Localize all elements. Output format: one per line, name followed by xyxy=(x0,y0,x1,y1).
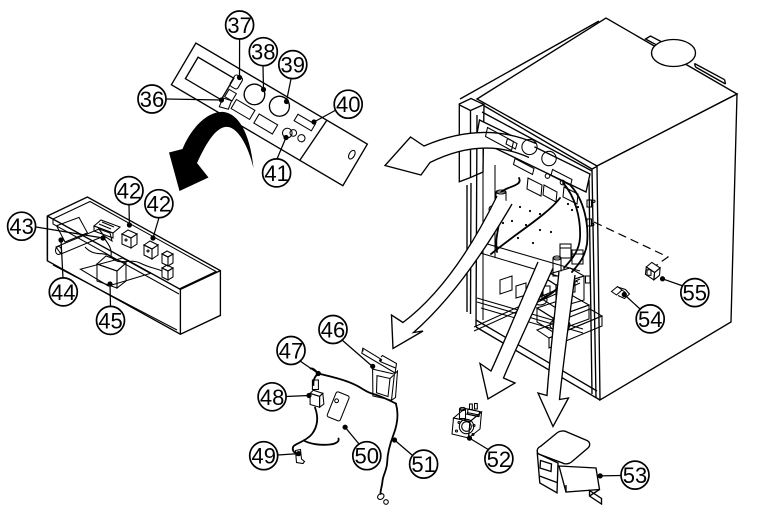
svg-text:45: 45 xyxy=(98,308,122,333)
svg-text:40: 40 xyxy=(336,92,360,117)
svg-text:43: 43 xyxy=(9,214,33,239)
svg-text:36: 36 xyxy=(140,87,164,112)
svg-text:46: 46 xyxy=(321,318,345,343)
svg-text:51: 51 xyxy=(411,452,435,477)
svg-text:52: 52 xyxy=(487,447,511,472)
svg-text:38: 38 xyxy=(251,40,275,65)
svg-text:50: 50 xyxy=(355,444,379,469)
svg-text:42: 42 xyxy=(147,192,171,217)
svg-text:55: 55 xyxy=(683,281,707,306)
svg-text:49: 49 xyxy=(251,444,275,469)
svg-text:47: 47 xyxy=(279,339,303,364)
svg-text:42: 42 xyxy=(117,179,141,204)
svg-text:44: 44 xyxy=(51,280,75,305)
svg-text:53: 53 xyxy=(623,463,647,488)
svg-text:39: 39 xyxy=(281,53,305,78)
svg-text:41: 41 xyxy=(264,161,288,186)
svg-text:37: 37 xyxy=(227,13,251,38)
svg-text:48: 48 xyxy=(260,385,284,410)
svg-text:54: 54 xyxy=(638,307,662,332)
